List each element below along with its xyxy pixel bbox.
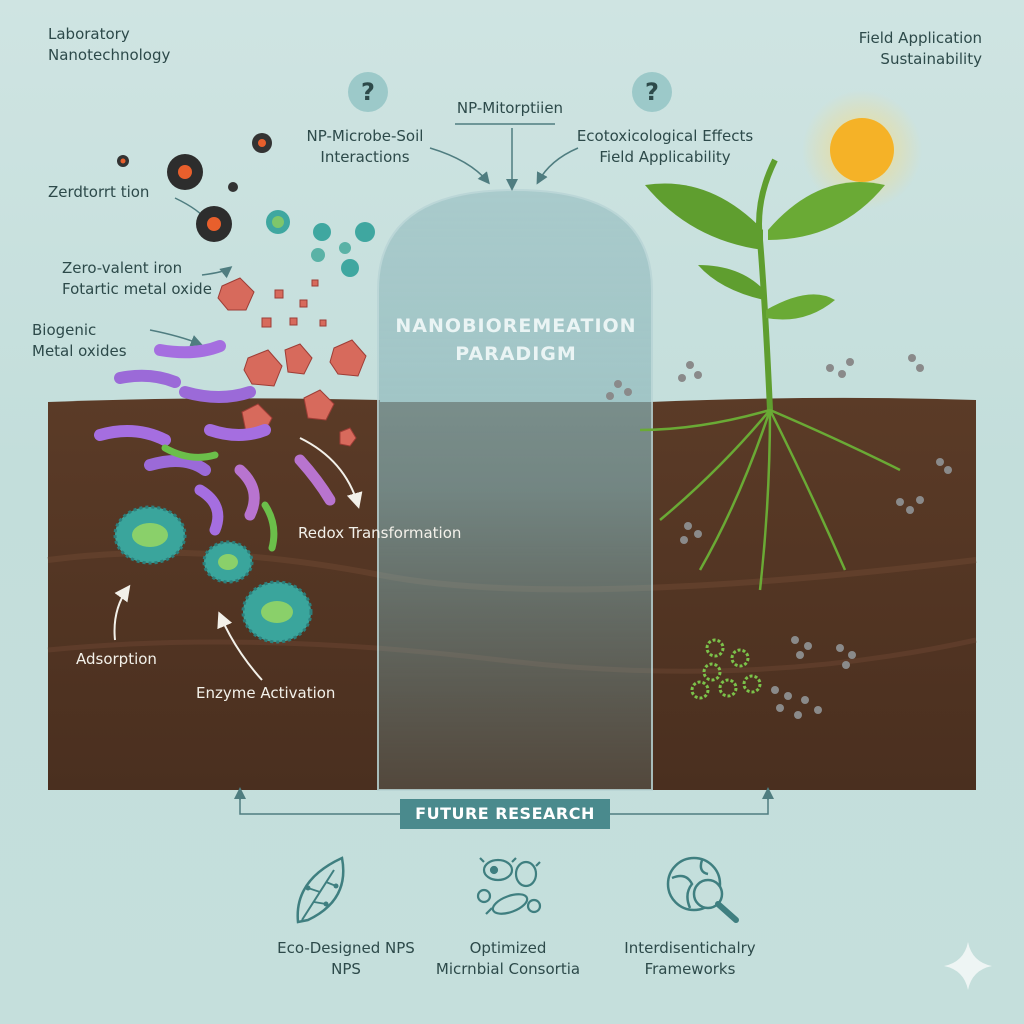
field-application-label: Field Application Sustainability bbox=[858, 29, 982, 68]
paradigm-title: NANOBIOREMEATION PARADIGM bbox=[395, 315, 637, 365]
microbes bbox=[113, 505, 313, 644]
future-item-microbial-consortia: Optimized Micrnbial Consortia bbox=[435, 939, 581, 978]
leaf-circuit-icon bbox=[290, 850, 354, 934]
question-icon-1: ? bbox=[348, 72, 388, 112]
future-research-connector bbox=[234, 787, 774, 815]
lab-nanotech-label: Laboratory Nanotechnology bbox=[48, 25, 171, 64]
zerdtortion-label: Zerdtorrt tion bbox=[48, 183, 150, 201]
zero-valent-iron-label: Zero-valent iron Fotartic metal oxide bbox=[62, 259, 212, 298]
nanoparticles bbox=[117, 133, 375, 277]
question-icon-2: ? bbox=[632, 72, 672, 112]
sparkle-icon bbox=[944, 942, 992, 990]
green-microbe-rings bbox=[690, 638, 762, 700]
bacteria-cluster bbox=[94, 340, 336, 552]
svg-text:?: ? bbox=[645, 78, 659, 106]
process-arrows bbox=[113, 437, 363, 681]
question-ecotox-field: Ecotoxicological Effects Field Applicabi… bbox=[576, 127, 754, 166]
adsorption-label: Adsorption bbox=[76, 650, 157, 668]
metal-oxide-crystals bbox=[217, 277, 367, 447]
redox-transformation-label: Redox Transformation bbox=[298, 524, 462, 542]
paradigm-arch bbox=[377, 188, 653, 791]
question-np-mitorptiien: NP-Mitorptiien bbox=[456, 99, 564, 117]
microbes-icon bbox=[470, 848, 550, 932]
question-np-microbe-soil: NP-Microbe-Soil Interactions bbox=[306, 127, 424, 166]
future-item-eco-designed: Eco-Designed NPS NPS bbox=[277, 939, 415, 978]
biogenic-metal-oxides-label: Biogenic Metal oxides bbox=[32, 321, 127, 360]
future-research-banner: FUTURE RESEARCH bbox=[400, 799, 610, 829]
svg-text:?: ? bbox=[361, 78, 375, 106]
enzyme-activation-label: Enzyme Activation bbox=[196, 684, 336, 702]
top-arrows bbox=[149, 128, 579, 347]
sun-icon bbox=[802, 90, 922, 210]
contaminant-particles bbox=[606, 354, 952, 719]
future-item-frameworks: Interdisentichalry Frameworks bbox=[624, 939, 756, 978]
plant bbox=[639, 158, 901, 591]
globe-magnifier-icon bbox=[662, 850, 746, 934]
